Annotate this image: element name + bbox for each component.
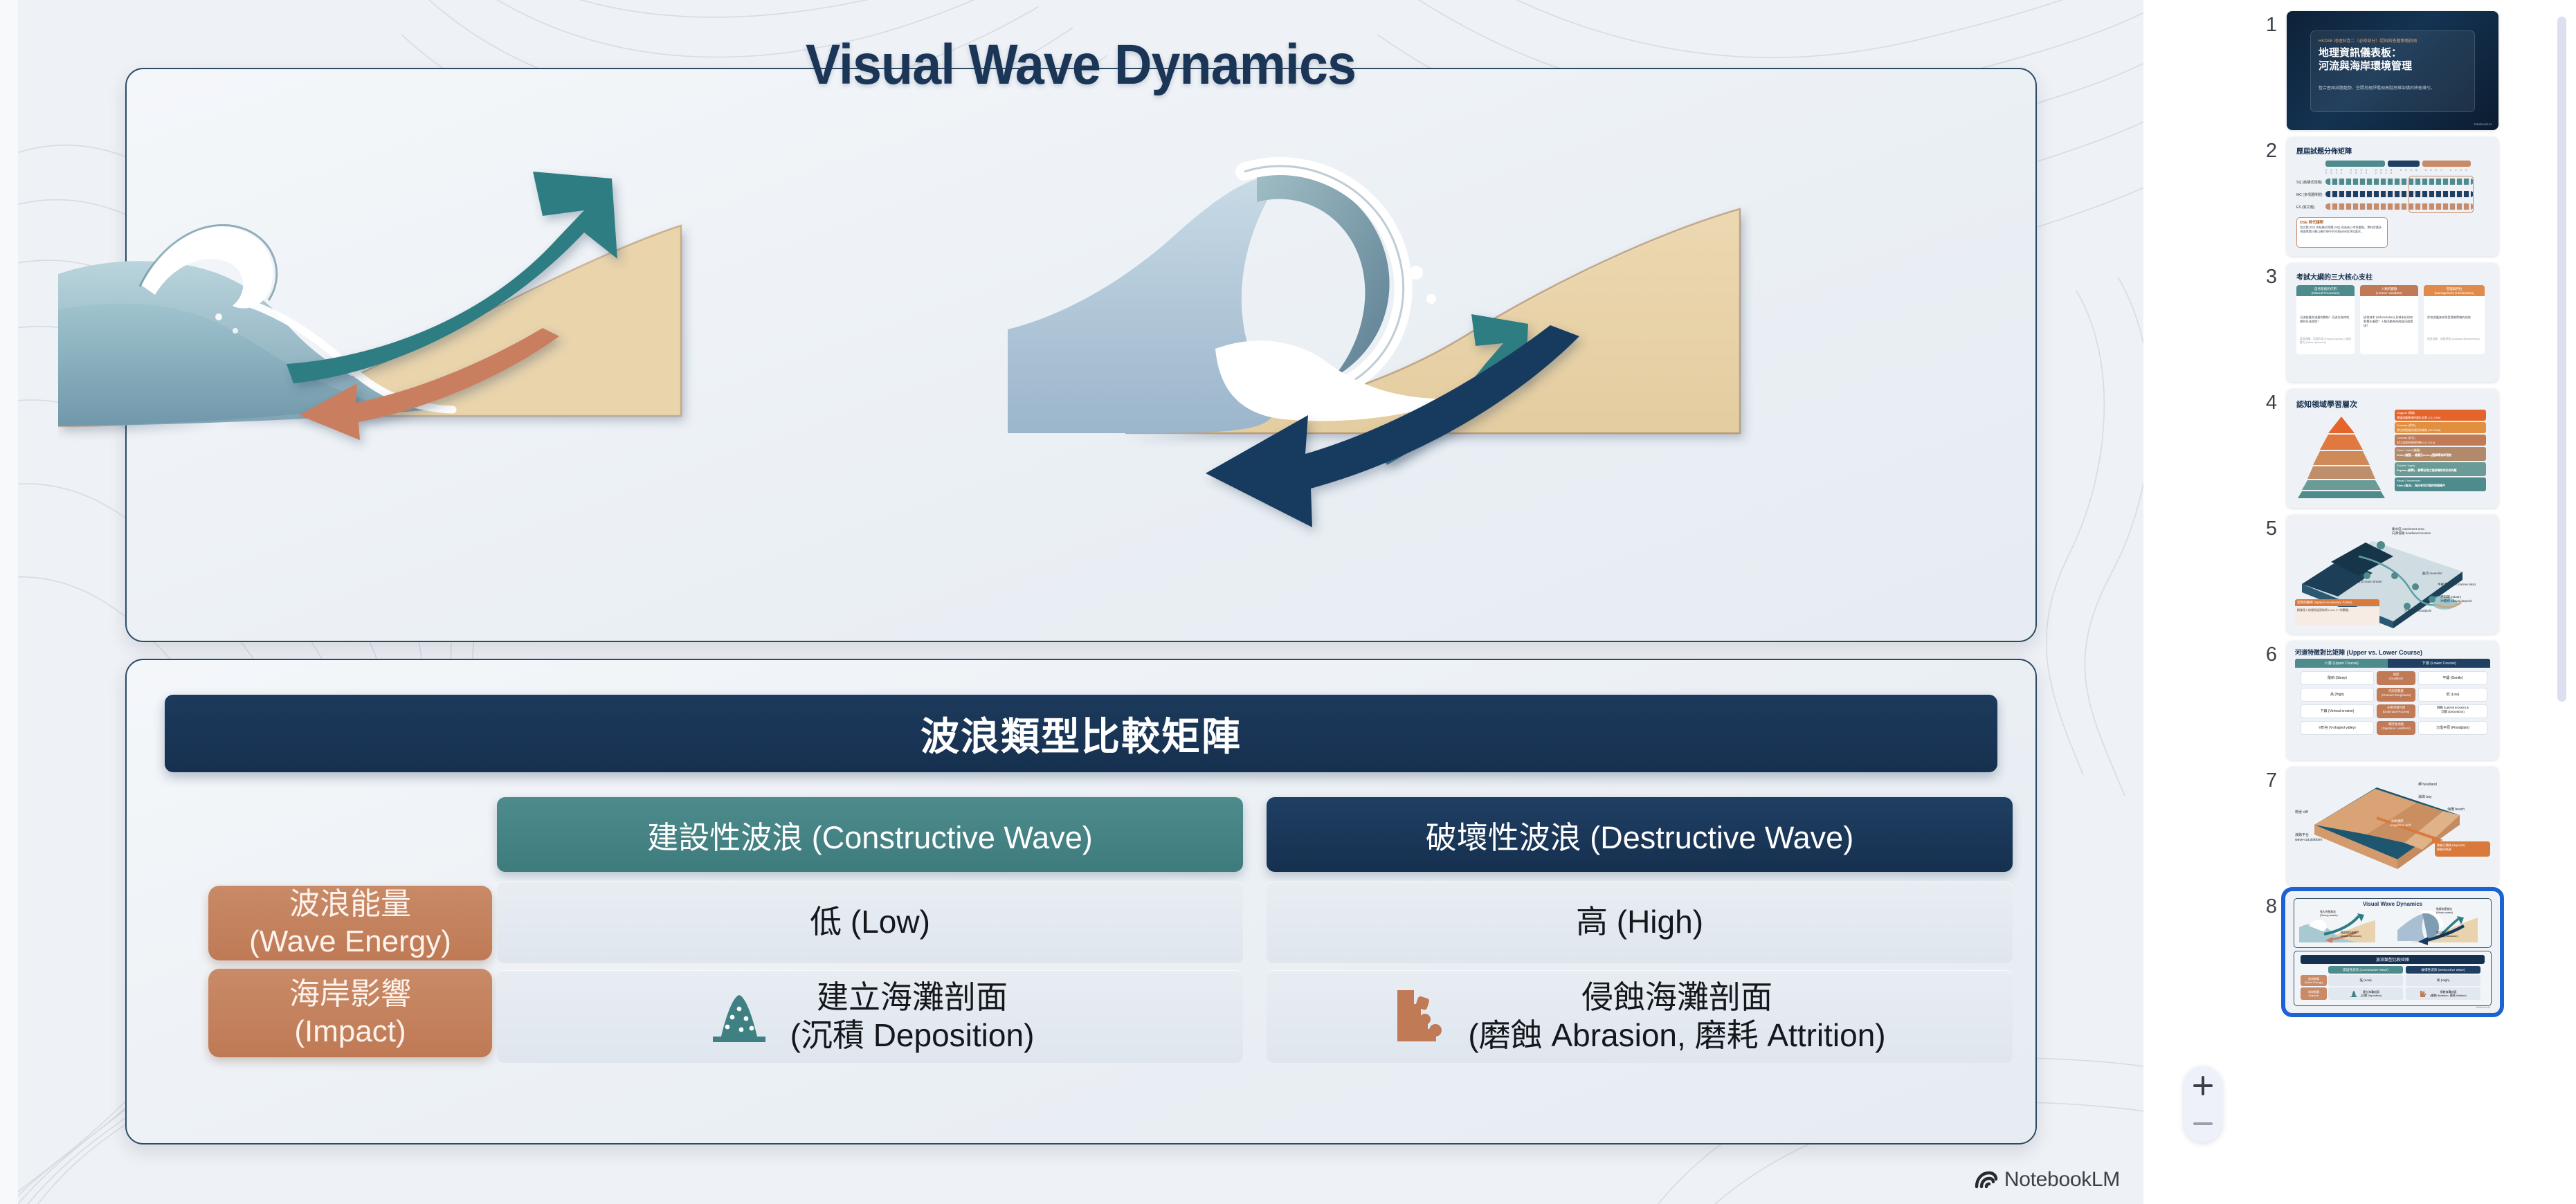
matrix-row-label-impact: 海岸影響(Impact)	[208, 969, 492, 1057]
destructive-wave-graphic	[1008, 157, 1741, 527]
wave-comparison-matrix: 波浪類型比較矩陣 建設性波浪 (Constructive Wave) 破壞性波浪…	[125, 659, 2037, 1144]
matrix-cell-constructive-impact: 建立海灘剖面(沉積 Deposition)	[497, 970, 1243, 1063]
thumbnail-slide-8[interactable]: Visual Wave Dynamics 強大的衝激流(Strong swash…	[2281, 887, 2504, 1017]
list-item[interactable]: 2 歷屆試題分佈矩陣 1999 2001 2003 2005 2007 2009…	[2249, 137, 2554, 256]
thumbnail-number: 4	[2265, 392, 2277, 414]
thumbnail-number: 1	[2265, 14, 2277, 36]
slide-canvas[interactable]: Visual Wave Dynamics	[0, 0, 2143, 1204]
thumbnail-slide-1[interactable]: HKDSE 地理科卷二（必修部分）認知與答題策略指南 地理資訊儀表板：河流與海岸…	[2287, 11, 2498, 130]
matrix-cell-destructive-energy: 高 (High)	[1267, 882, 2013, 963]
matrix-cell-constructive-energy: 低 (Low)	[497, 882, 1243, 963]
thumbnail-number: 2	[2265, 140, 2277, 162]
sand-mound-deposition-icon	[712, 995, 765, 1042]
thumbnail-number: 8	[2265, 895, 2277, 918]
thumbnail-number: 7	[2265, 769, 2277, 792]
thumbnail-slide-7[interactable]: 岬 headland 海灣 bay 海灘 beach 懸崖 cliff 浪蝕平台…	[2287, 767, 2498, 886]
list-item[interactable]: 7 岬 headland 海灣 bay 海灘 beach	[2249, 767, 2554, 886]
constructive-wave-illustration	[58, 129, 937, 551]
list-item[interactable]: 4 認知領域學習層次	[2249, 389, 2554, 508]
thumbnail-number: 6	[2265, 644, 2277, 666]
thumbnail-slide-6[interactable]: 河道特徵對比矩陣 (Upper vs. Lower Course) 上游 (Up…	[2287, 641, 2498, 760]
zoom-out-icon[interactable]	[2191, 1112, 2215, 1135]
list-item[interactable]: 1 HKDSE 地理科卷二（必修部分）認知與答題策略指南 地理資訊儀表板：河流與…	[2249, 11, 2554, 130]
canvas-left-margin-strip	[0, 0, 18, 1204]
slide-content: Visual Wave Dynamics	[18, 0, 2143, 1204]
matrix-column-header-constructive: 建設性波浪 (Constructive Wave)	[497, 797, 1243, 872]
matrix-cell-destructive-impact: 侵蝕海灘剖面(磨蝕 Abrasion, 磨耗 Attrition)	[1267, 970, 2013, 1063]
matrix-row-label-wave-energy: 波浪能量(Wave Energy)	[208, 886, 492, 960]
list-item[interactable]: 5	[2249, 515, 2554, 634]
thumbnail-slide-2[interactable]: 歷屆試題分佈矩陣 1999 2001 2003 2005 2007 2009 2…	[2287, 137, 2498, 256]
constructive-wave-graphic	[58, 172, 682, 440]
list-item[interactable]: 3 考試大綱的三大核心支柱 自然系統的作用(Natural Processes)…	[2249, 263, 2554, 382]
destructive-wave-illustration	[1008, 129, 1887, 551]
list-item[interactable]: 8 Visual Wave Dynamics 強大的衝激流(Strong swa	[2249, 887, 2554, 1017]
notebooklm-watermark: NotebookLM	[1974, 1168, 2120, 1192]
thumbnail-number: 3	[2265, 266, 2277, 288]
notebooklm-wordmark: NotebookLM	[2004, 1168, 2120, 1191]
matrix-column-header-destructive: 破壞性波浪 (Destructive Wave)	[1267, 797, 2013, 872]
thumbnail-rail-scrollbar[interactable]	[2557, 17, 2566, 702]
zoom-in-icon[interactable]	[2191, 1074, 2215, 1097]
thumbnail-number: 5	[2265, 518, 2277, 540]
list-item[interactable]: 6 河道特徵對比矩陣 (Upper vs. Lower Course) 上游 (…	[2249, 641, 2554, 760]
thumbnail-slide-4[interactable]: 認知領域學習層次 Suggest (建議)	[2287, 389, 2498, 508]
matrix-cell-constructive-impact-text: 建立海灘剖面(沉積 Deposition)	[790, 978, 1035, 1053]
matrix-title: 波浪類型比較矩陣	[165, 695, 1997, 772]
page-title: Visual Wave Dynamics	[805, 33, 1357, 96]
matrix-cell-destructive-impact-text: 侵蝕海灘剖面(磨蝕 Abrasion, 磨耗 Attrition)	[1468, 978, 1886, 1053]
thumbnail-slide-3[interactable]: 考試大綱的三大核心支柱 自然系統的作用(Natural Processes) 人…	[2287, 263, 2498, 382]
eroding-cliff-icon	[1397, 990, 1442, 1041]
notebooklm-logo-icon	[1975, 1171, 1997, 1189]
slide-thumbnail-rail[interactable]: 1 HKDSE 地理科卷二（必修部分）認知與答題策略指南 地理資訊儀表板：河流與…	[2249, 0, 2576, 1204]
zoom-controls[interactable]	[2184, 1066, 2222, 1142]
